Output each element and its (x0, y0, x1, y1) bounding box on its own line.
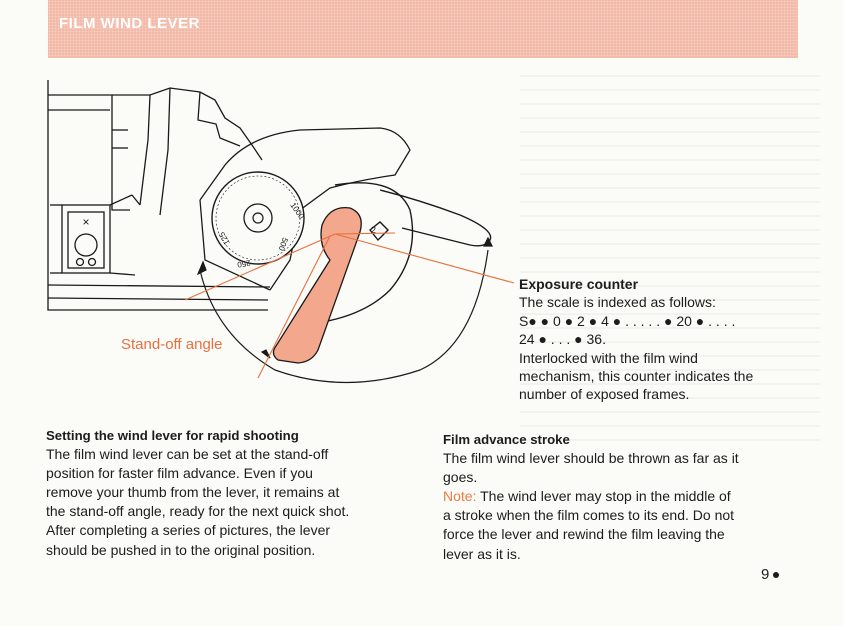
exposure-counter-line: S● ● 0 ● 2 ● 4 ● . . . . . ● 20 ● . . . … (519, 312, 736, 329)
shutter-dial-icon: 1000 500 250 125 (211, 171, 306, 269)
exposure-counter-line: number of exposed frames. (519, 386, 690, 403)
paragraph-line: After completing a series of pictures, t… (46, 522, 331, 539)
note-text: The wind lever may stop in the middle of (476, 488, 731, 505)
svg-text:2: 2 (371, 225, 376, 235)
svg-text:×: × (82, 215, 89, 229)
header-band (48, 0, 798, 58)
paragraph-line: position for faster film advance. Even i… (46, 465, 313, 482)
page-number: 9 (761, 566, 780, 583)
lever-rim-outline: 2 (299, 182, 492, 326)
exposure-counter-line: Interlocked with the film wind (519, 349, 698, 366)
paragraph-line: should be pushed in to the original posi… (46, 541, 316, 558)
note-label: Note: (443, 488, 477, 505)
paragraph-line: goes. (443, 469, 478, 486)
paragraph-line: The film wind lever should be thrown as … (443, 450, 739, 467)
page-title: FILM WIND LEVER (59, 15, 200, 32)
svg-text:250: 250 (236, 258, 251, 269)
bullet-dot-icon (773, 572, 780, 579)
standoff-arc (196, 236, 493, 384)
standoff-angle-label: Stand-off angle (121, 336, 223, 353)
camera-body-outline: × (47, 80, 411, 311)
exposure-counter-caption: Exposure counter The scale is indexed as… (519, 275, 819, 404)
exposure-counter-line: mechanism, this counter indicates the (519, 368, 754, 385)
exposure-counter-line: The scale is indexed as follows: (519, 294, 716, 311)
note-line: lever as it is. (443, 545, 521, 562)
svg-text:500: 500 (276, 236, 289, 252)
note-line: Note: The wind lever may stop in the mid… (443, 487, 803, 506)
exposure-counter-line: 24 ● . . . ● 36. (519, 331, 606, 348)
section-heading: Film advance stroke (443, 432, 570, 447)
leader-lines (184, 232, 515, 379)
rapid-shooting-section: Setting the wind lever for rapid shootin… (46, 426, 426, 560)
paragraph-line: The film wind lever can be set at the st… (46, 446, 329, 463)
paragraph-line: the stand-off angle, ready for the next … (46, 503, 350, 520)
paragraph-line: remove your thumb from the lever, it rem… (46, 484, 340, 501)
section-heading: Setting the wind lever for rapid shootin… (46, 428, 299, 443)
note-line: force the lever and rewind the film leav… (443, 526, 725, 543)
note-line: a stroke when the film comes to its end.… (443, 507, 735, 524)
film-wind-lever (272, 206, 362, 364)
page-number-text: 9 (761, 566, 770, 583)
exposure-counter-title: Exposure counter (519, 276, 639, 292)
film-advance-section: Film advance stroke The film wind lever … (443, 430, 803, 564)
